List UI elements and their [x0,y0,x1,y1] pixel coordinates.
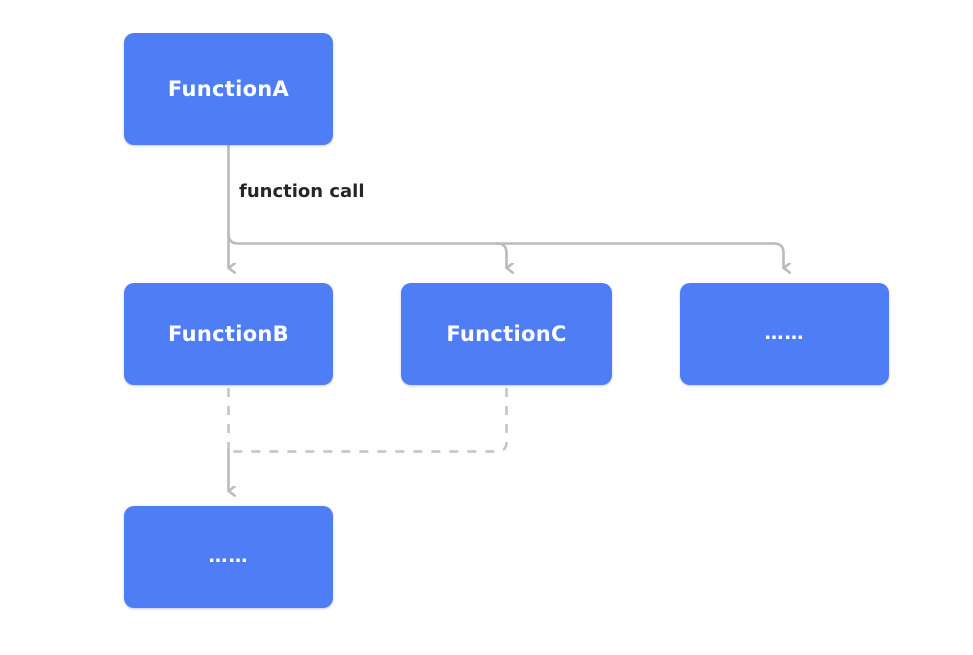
connector-branch-bus [227,232,776,245]
edge-label-function-call-text: function call [239,181,365,202]
node-function-b[interactable]: FunctionB [124,283,333,385]
connector-c-to-more-children-dashed [231,388,508,453]
connector-a-to-c [495,242,507,269]
connector-a-to-more-siblings [772,242,784,269]
node-function-c[interactable]: FunctionC [401,283,612,385]
node-function-a[interactable]: FunctionA [124,33,333,145]
node-more-siblings[interactable]: …… [680,283,889,385]
edge-label-function-call: function call [239,183,365,201]
node-function-b-label: FunctionB [168,321,289,346]
node-function-c-label: FunctionC [446,321,567,346]
node-function-a-label: FunctionA [167,76,290,101]
node-more-children-label: …… [208,544,249,567]
node-more-siblings-label: …… [764,321,805,344]
node-more-children[interactable]: …… [124,506,333,608]
